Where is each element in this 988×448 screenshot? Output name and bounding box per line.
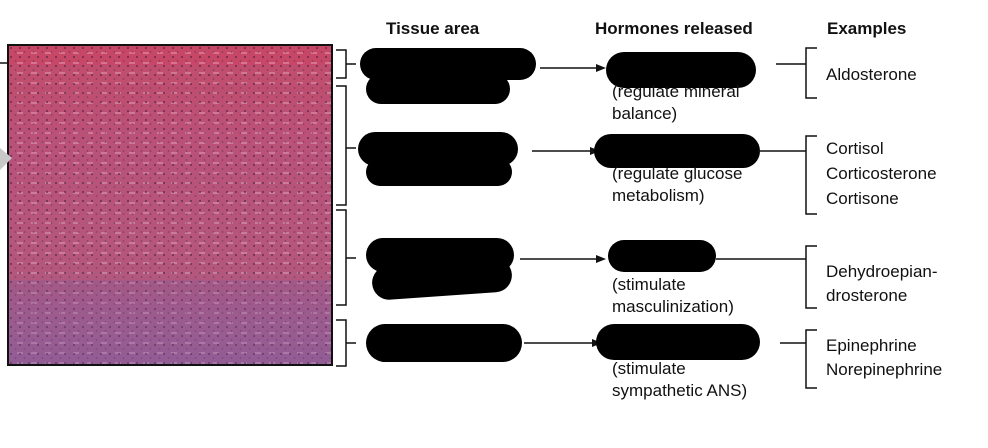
tissue-micrograph [7, 44, 333, 366]
hormone-note-line1: (stimulate [612, 275, 686, 294]
hormone-note-line2: balance) [612, 104, 678, 123]
example-item: Dehydroepian- [826, 262, 938, 281]
hormone-note-line1: (regulate glucose [612, 164, 743, 183]
example-brackets [805, 47, 817, 389]
left-pointer [0, 148, 12, 170]
example-item: drosterone [826, 286, 908, 305]
tissue-area-redactions [358, 48, 536, 362]
hormone-note-line2: metabolism) [612, 186, 705, 205]
zone-brackets [336, 49, 347, 367]
hormone-to-example-lines [716, 63, 806, 344]
hormone-note-line2: sympathetic ANS) [612, 381, 748, 400]
tissue-to-hormone-arrows [520, 64, 606, 347]
example-item: Norepinephrine [826, 360, 943, 379]
header-hormones-released: Hormones released [595, 19, 753, 38]
example-item: Cortisol [826, 139, 884, 158]
hormone-note-line1: (regulate mineral [612, 82, 740, 101]
example-item: Corticosterone [826, 164, 937, 183]
example-item: Cortisone [826, 189, 899, 208]
example-item: Epinephrine [826, 336, 917, 355]
hormone-note-line2: masculinization) [612, 297, 734, 316]
header-examples: Examples [827, 19, 907, 38]
hormone-name-redactions [594, 52, 760, 360]
bracket-stubs [346, 63, 356, 344]
hormone-note-line1: (stimulate [612, 359, 686, 378]
example-item: Aldosterone [826, 65, 917, 84]
header-tissue-area: Tissue area [386, 19, 480, 38]
